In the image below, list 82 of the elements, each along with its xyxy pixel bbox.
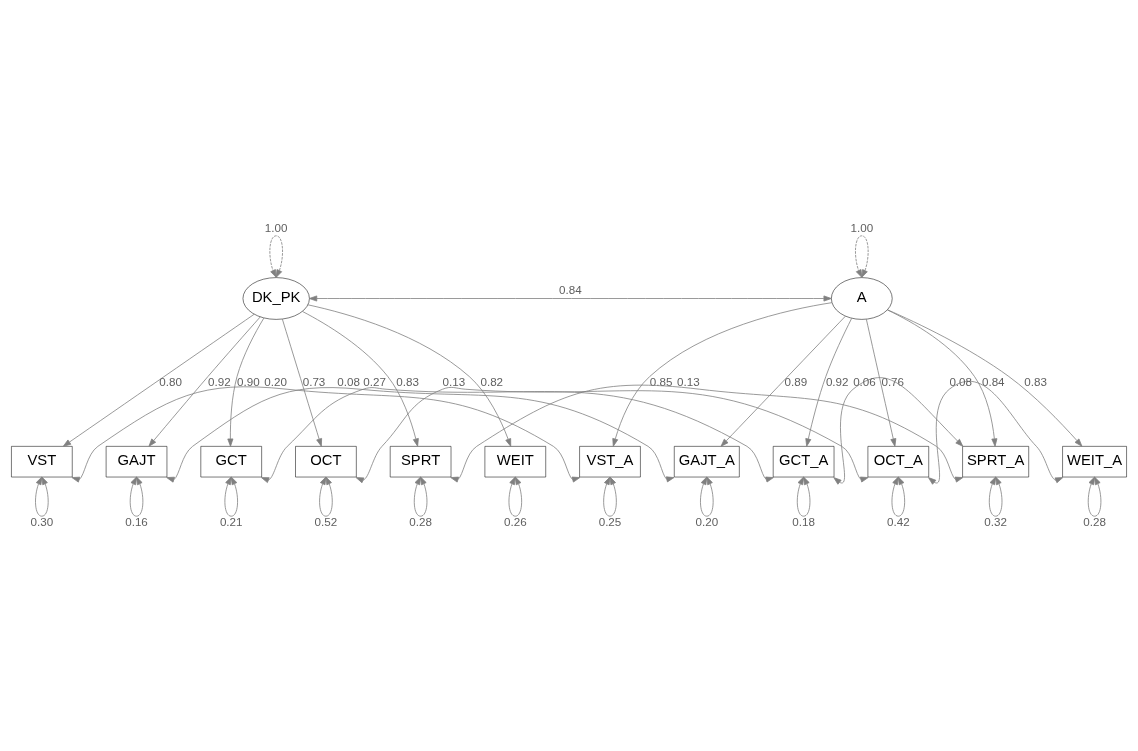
- edge-label: 0.83: [396, 374, 419, 388]
- node-box: OCT: [295, 445, 357, 477]
- arrow: [319, 476, 333, 517]
- arrow: [928, 380, 1064, 485]
- arrow: [887, 308, 1083, 447]
- arrow: [307, 303, 512, 447]
- arrow: [603, 476, 617, 517]
- edge-label: 0.90: [237, 374, 260, 388]
- arrow: [166, 386, 675, 483]
- arrow: [71, 385, 581, 482]
- edge-label: 0.25: [598, 514, 622, 527]
- arrow: [413, 476, 428, 517]
- arrow: [508, 476, 523, 517]
- arrow: [308, 295, 832, 301]
- edge-label: 1.00: [264, 220, 288, 234]
- edge-label: 0.42: [886, 514, 910, 527]
- edge-label: 0.21: [219, 514, 243, 527]
- arrow: [227, 317, 265, 447]
- node-box: GAJT_A: [674, 445, 740, 477]
- arrow: [269, 234, 283, 278]
- node-box: GCT: [200, 445, 262, 477]
- node-box: GCT_A: [772, 445, 835, 477]
- arrow: [301, 310, 419, 447]
- edge-label: 0.18: [792, 514, 815, 527]
- arrow: [891, 476, 906, 517]
- arrow: [865, 318, 897, 447]
- arrow: [833, 376, 964, 485]
- arrow: [612, 301, 833, 447]
- arrow: [988, 476, 1003, 517]
- node-box: VST: [11, 445, 73, 477]
- edge-label: 0.08: [949, 374, 973, 388]
- edge-label: 0.84: [559, 282, 582, 296]
- arrow: [450, 384, 964, 482]
- edge-label: 1.00: [850, 220, 874, 234]
- edge-label: 0.20: [695, 514, 719, 527]
- node-ellipse: A: [831, 276, 893, 320]
- edge-label: 0.76: [881, 374, 905, 388]
- arrow: [35, 476, 49, 517]
- node-box: WEIT_A: [1062, 445, 1127, 477]
- arrow: [224, 476, 238, 517]
- edge-label: 0.82: [480, 374, 504, 388]
- edge-label: 0.85: [649, 374, 673, 388]
- edge-label: 0.28: [1083, 514, 1106, 527]
- edge-label: 0.16: [125, 514, 148, 527]
- edge-label: 0.80: [159, 374, 182, 388]
- node-box: SPRT: [389, 445, 452, 477]
- edge-label: 0.92: [825, 374, 849, 388]
- arrow: [1087, 476, 1102, 517]
- node-box: SPRT_A: [962, 445, 1029, 477]
- edge-label: 0.06: [853, 374, 876, 388]
- edge-label: 0.26: [503, 514, 527, 527]
- edge-label: 0.83: [1024, 374, 1047, 388]
- arrow: [148, 316, 261, 447]
- edge-label: 0.30: [30, 514, 54, 527]
- edge-label: 0.84: [981, 374, 1005, 388]
- edge-label: 0.32: [984, 514, 1007, 527]
- edge-label: 0.52: [314, 514, 338, 527]
- arrow: [886, 309, 998, 447]
- node-box: GAJT: [105, 445, 168, 477]
- arrow: [261, 386, 774, 483]
- arrow: [855, 234, 869, 278]
- edge-label: 0.28: [409, 514, 432, 527]
- arrow: [720, 315, 846, 447]
- arrow: [796, 476, 811, 517]
- edge-label: 0.73: [302, 374, 326, 388]
- node-box: VST_A: [579, 445, 641, 477]
- arrow: [805, 317, 853, 447]
- arrow: [281, 318, 323, 447]
- edge-label: 0.27: [363, 374, 386, 388]
- node-box: OCT_A: [867, 445, 929, 477]
- arrow: [129, 476, 144, 517]
- edge-label: 0.20: [264, 374, 287, 388]
- arrow: [62, 313, 255, 447]
- arrow: [700, 476, 714, 517]
- edge-label: 0.89: [784, 374, 808, 388]
- edge-label: 0.08: [337, 374, 360, 388]
- node-ellipse: DK_PK: [242, 276, 310, 320]
- edge-label: 0.92: [208, 374, 231, 388]
- edge-label: 0.13: [442, 374, 466, 388]
- edge-label: 0.13: [676, 374, 700, 388]
- node-box: WEIT: [484, 445, 546, 477]
- arrow: [355, 386, 869, 483]
